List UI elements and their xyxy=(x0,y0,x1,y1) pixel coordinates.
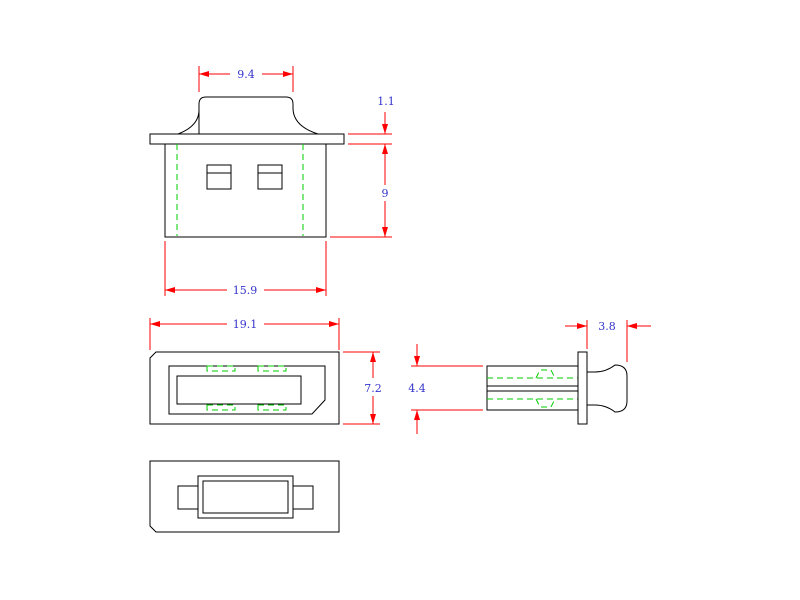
rear-view-handle xyxy=(197,475,294,519)
arrowhead xyxy=(165,287,175,293)
arrowhead xyxy=(382,144,388,154)
top-view-body xyxy=(164,144,327,238)
arrowhead xyxy=(370,414,376,424)
front-view-hidden-contact xyxy=(206,404,236,411)
top-view-latch-right xyxy=(257,164,283,190)
front-view-plug xyxy=(176,375,302,405)
dimension-label: 4.4 xyxy=(408,382,426,395)
dimension-front-width: 19.1 xyxy=(149,318,340,350)
arrowhead xyxy=(577,323,587,329)
top-view xyxy=(149,96,345,238)
front-view-hidden-contact xyxy=(257,365,287,372)
dimension-label: 9 xyxy=(382,187,389,200)
dimension-label: 9.4 xyxy=(237,68,255,81)
arrowhead xyxy=(150,321,160,327)
dimension-label: 7.2 xyxy=(364,382,382,395)
dimension-top-width: 9.4 xyxy=(198,66,294,92)
front-view-hidden-contact xyxy=(257,404,287,411)
arrowhead xyxy=(329,321,339,327)
dimension-label: 3.8 xyxy=(598,320,616,333)
dimension-label: 1.1 xyxy=(377,95,395,108)
dimension-label: 19.1 xyxy=(233,318,258,331)
front-view-hidden-contact xyxy=(206,365,236,372)
side-view-flange xyxy=(577,351,588,425)
rear-view xyxy=(149,460,340,533)
dimension-body-width: 15.9 xyxy=(164,241,327,297)
arrowhead xyxy=(382,227,388,237)
front-view-opening xyxy=(168,365,326,415)
side-view-hidden-latch xyxy=(535,398,556,408)
rear-view-outline xyxy=(149,460,340,533)
front-view-outline xyxy=(149,351,340,425)
dimension-side-height: 4.4 xyxy=(408,344,483,434)
top-view-grip-shoulder xyxy=(177,109,200,135)
dimension-handle-length: 3.8 xyxy=(565,320,651,362)
dimension-front-height: 7.2 xyxy=(343,351,382,425)
side-view-hidden-latch xyxy=(535,369,556,379)
arrowhead xyxy=(283,71,293,77)
arrowhead xyxy=(370,352,376,362)
arrowhead xyxy=(199,71,209,77)
side-view-body xyxy=(486,365,579,411)
top-view-latch-left xyxy=(206,164,232,190)
dimension-flange-thickness: 1.1 xyxy=(348,95,395,160)
front-view xyxy=(149,351,340,425)
rear-view-lug-right xyxy=(292,485,314,510)
rear-view-handle-inner xyxy=(202,480,289,514)
dimension-body-height: 9 xyxy=(330,144,392,238)
arrowhead xyxy=(316,287,326,293)
arrowhead xyxy=(414,356,420,366)
arrowhead xyxy=(382,124,388,134)
arrowhead xyxy=(414,410,420,420)
arrowhead xyxy=(627,323,637,329)
top-view-grip xyxy=(198,96,319,135)
top-view-flange xyxy=(149,133,345,145)
rear-view-lug-left xyxy=(177,485,199,510)
dimension-label: 15.9 xyxy=(233,284,258,297)
side-view-handle xyxy=(587,364,628,413)
side-view xyxy=(486,351,628,425)
